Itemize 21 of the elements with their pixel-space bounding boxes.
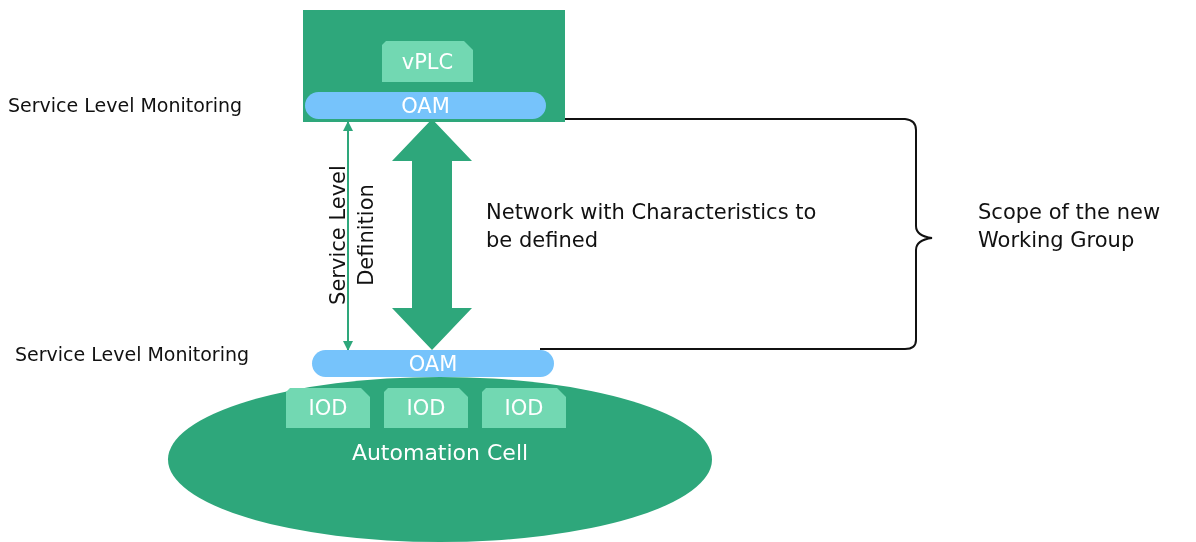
iod-tab: [384, 388, 468, 428]
node-label: OAM: [401, 93, 450, 118]
node-label: vPLC: [401, 49, 454, 74]
node-label: IOD: [308, 396, 348, 420]
node-label: IOD: [406, 396, 446, 420]
iod-tab: [482, 388, 566, 428]
vplc-tab: [382, 41, 473, 82]
oam-bar: [312, 350, 554, 377]
cell-label: Automation Cell: [351, 440, 529, 465]
node-label: IOD: [504, 396, 544, 420]
note-text: Scope of the new Working Group: [978, 199, 1162, 255]
side-label: Service Level Monitoring: [8, 93, 243, 118]
iod-tab: [286, 388, 370, 428]
note-text: Network with Characteristics to be defined: [486, 199, 818, 255]
edge-label: Service Level Definition: [325, 164, 379, 307]
double-block-arrow: [392, 119, 472, 350]
node-label: OAM: [408, 351, 458, 376]
device-box: [303, 10, 565, 122]
oam-bar: [305, 92, 546, 119]
side-label: Service Level Monitoring: [15, 342, 250, 367]
arrow: [343, 121, 353, 351]
